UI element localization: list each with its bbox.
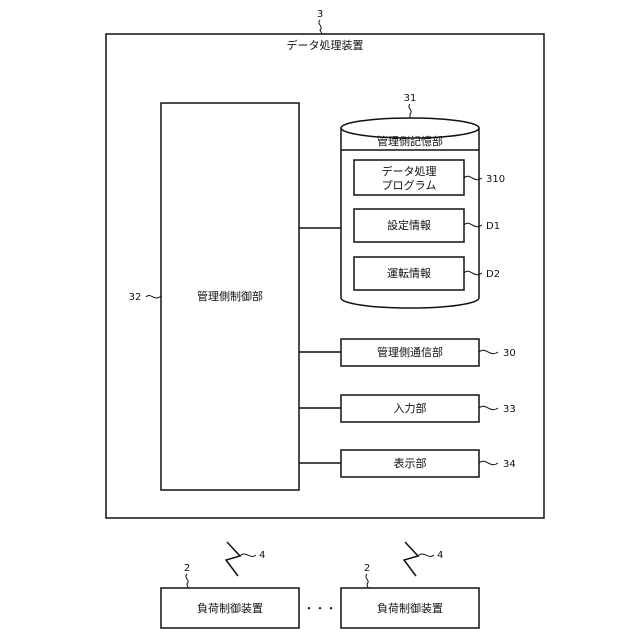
program-label-line2: プログラム [382, 178, 437, 192]
wireless-link-right: 4 [404, 542, 443, 576]
wireless-ref-right: 4 [437, 550, 443, 561]
lightning-icon [226, 542, 240, 576]
data-processing-device-ref: 3 [317, 9, 323, 20]
lightning-icon [404, 542, 418, 576]
management-control-label: 管理側制御部 [197, 289, 263, 303]
wireless-ref-left: 4 [259, 550, 265, 561]
load-control-device-1-label: 負荷制御装置 [197, 601, 263, 615]
setting-info-ref: D1 [486, 221, 500, 232]
wireless-link-left: 4 [226, 542, 265, 576]
management-comm-label: 管理側通信部 [377, 345, 443, 359]
load-control-device-2-ref: 2 [364, 563, 370, 574]
load-control-device-1: 負荷制御装置 2 [161, 563, 299, 628]
display-unit-ref: 34 [503, 459, 516, 470]
management-storage-label: 管理側記憶部 [377, 134, 443, 148]
data-processing-device-leader [319, 20, 322, 34]
device-ellipsis: ・・・ [304, 602, 337, 615]
load-control-device-1-ref: 2 [184, 563, 190, 574]
display-unit-label: 表示部 [394, 456, 427, 470]
data-processing-device-label: データ処理装置 [287, 38, 364, 52]
operation-info-ref: D2 [486, 269, 500, 280]
program-ref: 310 [486, 174, 505, 185]
load-control-device-2-label: 負荷制御装置 [377, 601, 443, 615]
management-storage-ref: 31 [404, 93, 417, 104]
management-comm-ref: 30 [503, 348, 516, 359]
setting-info-label: 設定情報 [387, 218, 431, 232]
management-control-ref: 32 [129, 292, 142, 303]
operation-info-label: 運転情報 [387, 267, 431, 280]
program-label-line1: データ処理 [382, 164, 437, 178]
input-unit-label: 入力部 [394, 401, 427, 415]
input-unit-ref: 33 [503, 404, 516, 415]
load-control-device-2: 負荷制御装置 2 [341, 563, 479, 628]
